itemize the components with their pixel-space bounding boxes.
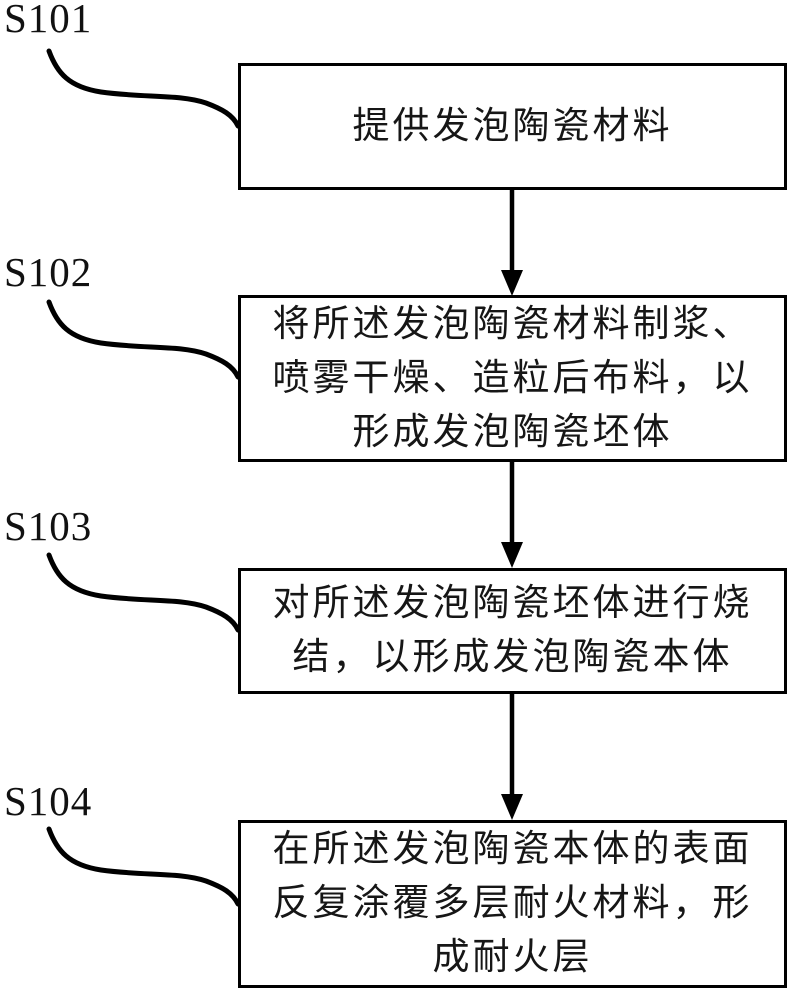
curve: [46, 826, 241, 907]
leader-line-s104: [46, 826, 241, 907]
step-text-line: 对所述发泡陶瓷坯体进行烧: [272, 583, 753, 624]
step-box-s103: 对所述发泡陶瓷坯体进行烧 结，以形成发泡陶瓷本体: [238, 568, 787, 694]
flow-arrow-3: [501, 694, 523, 820]
step-box-s104: 在所述发泡陶瓷本体的表面 反复涂覆多层耐火材料，形 成耐火层: [238, 820, 787, 988]
step-text-line: 将所述发泡陶瓷材料制浆、: [272, 303, 753, 345]
step-label-s102: S102: [4, 249, 93, 295]
curve: [46, 48, 241, 129]
step-text-line: 喷雾干燥、造粒后布料，以: [272, 357, 753, 399]
step-text-line: 成耐火层: [432, 937, 593, 978]
step-text-line: 提供发泡陶瓷材料: [352, 105, 673, 147]
curve: [46, 552, 241, 633]
step-text-line: 在所述发泡陶瓷本体的表面: [272, 829, 753, 870]
leader-line-s102: [46, 299, 241, 380]
flow-arrow-2: [501, 462, 523, 568]
step-box-s101: 提供发泡陶瓷材料: [238, 63, 787, 190]
step-label-s103: S103: [4, 503, 93, 549]
leader-line-s101: [46, 48, 241, 129]
flow-arrow-1: [501, 190, 523, 296]
leader-line-s103: [46, 552, 241, 633]
arrow-down-icon: [501, 542, 523, 568]
step-box-s102: 将所述发泡陶瓷材料制浆、 喷雾干燥、造粒后布料，以 形成发泡陶瓷坯体: [238, 295, 787, 462]
step-text-line: 结，以形成发泡陶瓷本体: [292, 637, 733, 678]
arrow-down-icon: [501, 270, 523, 296]
arrow-down-icon: [501, 794, 523, 820]
curve: [46, 299, 241, 380]
step-label-s101: S101: [4, 0, 93, 41]
step-label-s104: S104: [4, 778, 93, 824]
step-text-line: 形成发泡陶瓷坯体: [352, 411, 673, 453]
step-text-line: 反复涂覆多层耐火材料，形: [272, 883, 753, 924]
